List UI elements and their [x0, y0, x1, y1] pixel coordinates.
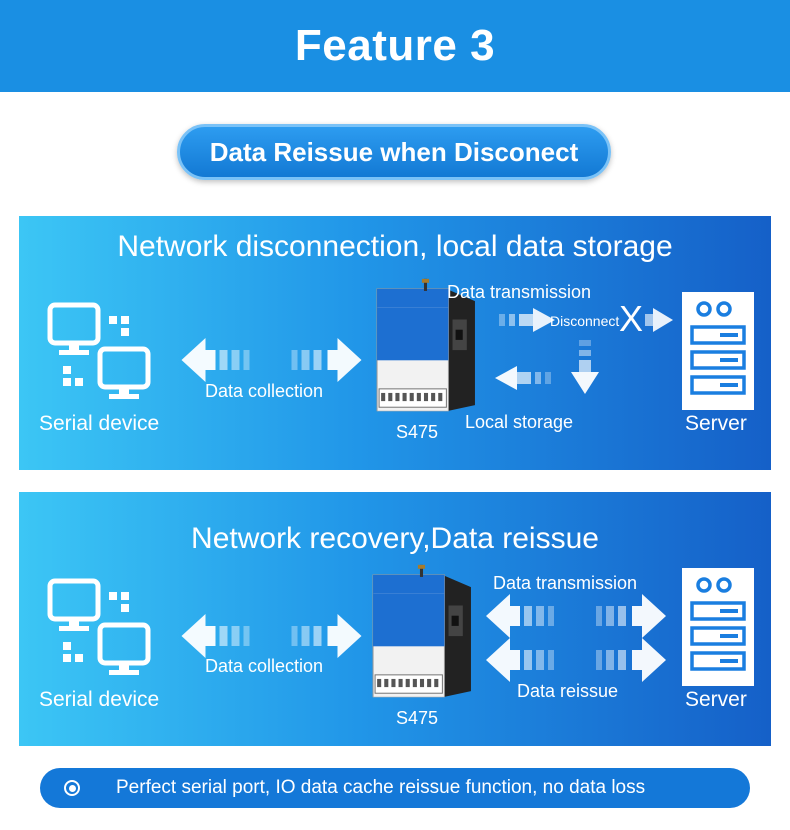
- transmission-arrow-icon: [499, 308, 555, 332]
- panel-disconnection: Network disconnection, local data storag…: [19, 216, 771, 470]
- server-arrow-icon: [645, 308, 673, 332]
- serial-device-icon: [47, 302, 157, 412]
- panel2-serial-device-label: Serial device: [39, 688, 160, 711]
- data-collection-arrow: [179, 338, 364, 382]
- serial-device-icon: [47, 578, 157, 688]
- panel2-data-reissue-label: Data reissue: [517, 681, 619, 701]
- footer-text: Perfect serial port, IO data cache reiss…: [116, 777, 646, 798]
- panel1-local-storage-label: Local storage: [465, 412, 574, 432]
- down-arrow-icon: [571, 340, 599, 394]
- panel2-device-model-label: S475: [396, 708, 439, 728]
- panel1-data-transmission-label: Data transmission: [447, 282, 592, 302]
- panel2-data-transmission-label: Data transmission: [493, 573, 638, 593]
- local-storage-arrow-icon: [495, 366, 551, 390]
- panel1-disconnect-label: Disconnect: [550, 313, 620, 329]
- header-banner: Feature 3: [0, 0, 790, 92]
- footer-banner: Perfect serial port, IO data cache reiss…: [40, 768, 750, 808]
- panel1-data-collection-label: Data collection: [205, 381, 324, 401]
- panel1-serial-device-label: Serial device: [39, 412, 160, 435]
- server-icon: [682, 568, 754, 686]
- radio-bullet-icon: [64, 780, 80, 796]
- page-title: Feature 3: [294, 21, 496, 70]
- panel2-server-label: Server: [685, 688, 747, 711]
- server-icon: [682, 292, 754, 410]
- panel1-title: Network disconnection, local data storag…: [117, 230, 673, 263]
- panel-recovery: Network recovery,Data reissue Serial dev…: [19, 492, 771, 746]
- transmission-double-arrow: [481, 594, 671, 638]
- data-collection-arrow: [179, 614, 364, 658]
- panel1-server-label: Server: [685, 412, 747, 435]
- reissue-double-arrow: [481, 638, 671, 682]
- panel1-device-model-label: S475: [396, 422, 439, 442]
- s475-device-image: [371, 564, 473, 698]
- disconnect-x-icon: X: [619, 298, 644, 339]
- panel2-data-collection-label: Data collection: [205, 656, 324, 676]
- section-pill-label: Data Reissue when Disconect: [209, 136, 579, 167]
- panel2-title: Network recovery,Data reissue: [191, 522, 599, 555]
- section-pill: Data Reissue when Disconect: [177, 124, 611, 180]
